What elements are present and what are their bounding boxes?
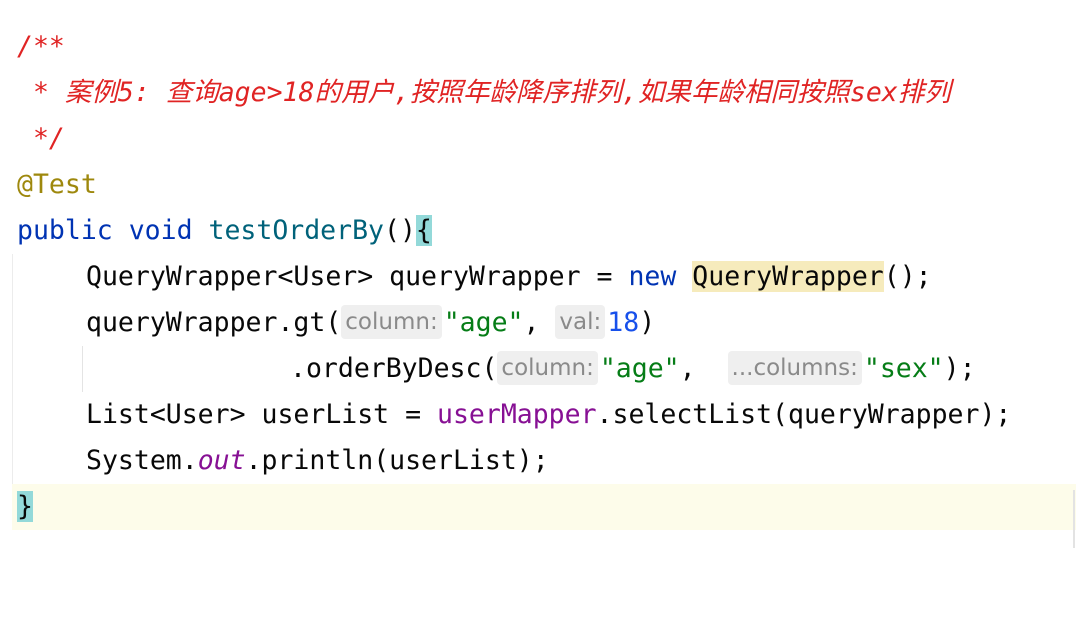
right-margin-guide bbox=[1073, 490, 1075, 548]
method-body-guide bbox=[12, 254, 13, 484]
keyword-void: void bbox=[128, 215, 193, 246]
user-list-declaration: List<User> userList = bbox=[86, 399, 437, 430]
code-line-2[interactable]: * 案例5: 查询age>18的用户,按照年龄降序排列,如果年龄相同按照sex排… bbox=[0, 70, 1076, 116]
param-hint-column: column: bbox=[497, 351, 598, 385]
param-hint-column: column: bbox=[341, 305, 442, 339]
constructor-tail: (); bbox=[883, 261, 932, 292]
javadoc-body: * 案例5: 查询age>18的用户,按照年龄降序排列,如果年龄相同按照sex排… bbox=[17, 77, 951, 108]
string-age: "age" bbox=[599, 353, 680, 384]
comma: , bbox=[679, 353, 696, 384]
query-wrapper-declaration: QueryWrapper<User> queryWrapper = bbox=[86, 261, 629, 292]
code-line-6[interactable]: QueryWrapper<User> queryWrapper = new Qu… bbox=[0, 254, 1076, 300]
string-sex: "sex" bbox=[863, 353, 944, 384]
constructor-usage-highlight: QueryWrapper bbox=[692, 261, 884, 292]
method-parens: () bbox=[384, 215, 416, 246]
matched-open-brace: { bbox=[415, 215, 432, 246]
select-list-call: .selectList(queryWrapper); bbox=[596, 399, 1012, 430]
number-18: 18 bbox=[607, 307, 640, 338]
order-by-desc-call: .orderByDesc( bbox=[290, 353, 498, 384]
current-line-highlight bbox=[12, 484, 1076, 530]
method-name: testOrderBy bbox=[208, 215, 385, 246]
close-paren: ) bbox=[639, 307, 656, 338]
matched-close-brace: } bbox=[17, 491, 33, 522]
code-line-1[interactable]: /** bbox=[0, 24, 1076, 70]
code-editor[interactable]: /** * 案例5: 查询age>18的用户,按照年龄降序排列,如果年龄相同按照… bbox=[0, 0, 1076, 564]
code-line-3[interactable]: */ bbox=[0, 116, 1076, 162]
string-age: "age" bbox=[443, 307, 524, 338]
test-annotation: @Test bbox=[17, 169, 97, 200]
user-mapper-field: userMapper bbox=[437, 399, 597, 430]
param-hint-columns: ...columns: bbox=[727, 351, 862, 385]
close-paren-semicolon: ); bbox=[943, 353, 976, 384]
gt-call: queryWrapper.gt( bbox=[86, 307, 342, 338]
javadoc-close: */ bbox=[17, 123, 65, 154]
keyword-public: public bbox=[17, 215, 113, 246]
param-hint-val: val: bbox=[555, 305, 606, 339]
code-line-9[interactable]: List<User> userList = userMapper.selectL… bbox=[0, 392, 1076, 438]
println-call: .println(userList); bbox=[245, 445, 549, 476]
keyword-new: new bbox=[628, 261, 677, 292]
code-line-7[interactable]: queryWrapper.gt(column:"age", val:18) bbox=[0, 300, 1076, 346]
code-line-11[interactable]: } bbox=[0, 484, 1076, 530]
code-line-10[interactable]: System.out.println(userList); bbox=[0, 438, 1076, 484]
comma: , bbox=[523, 307, 540, 338]
indent-guide bbox=[82, 346, 83, 392]
javadoc-open: /** bbox=[17, 31, 65, 62]
system-prefix: System. bbox=[86, 445, 198, 476]
code-line-4[interactable]: @Test bbox=[0, 162, 1076, 208]
code-line-5[interactable]: public void testOrderBy(){ bbox=[0, 208, 1076, 254]
out-static-field: out bbox=[197, 445, 246, 476]
code-line-8[interactable]: .orderByDesc(column:"age", ...columns:"s… bbox=[0, 346, 1076, 392]
